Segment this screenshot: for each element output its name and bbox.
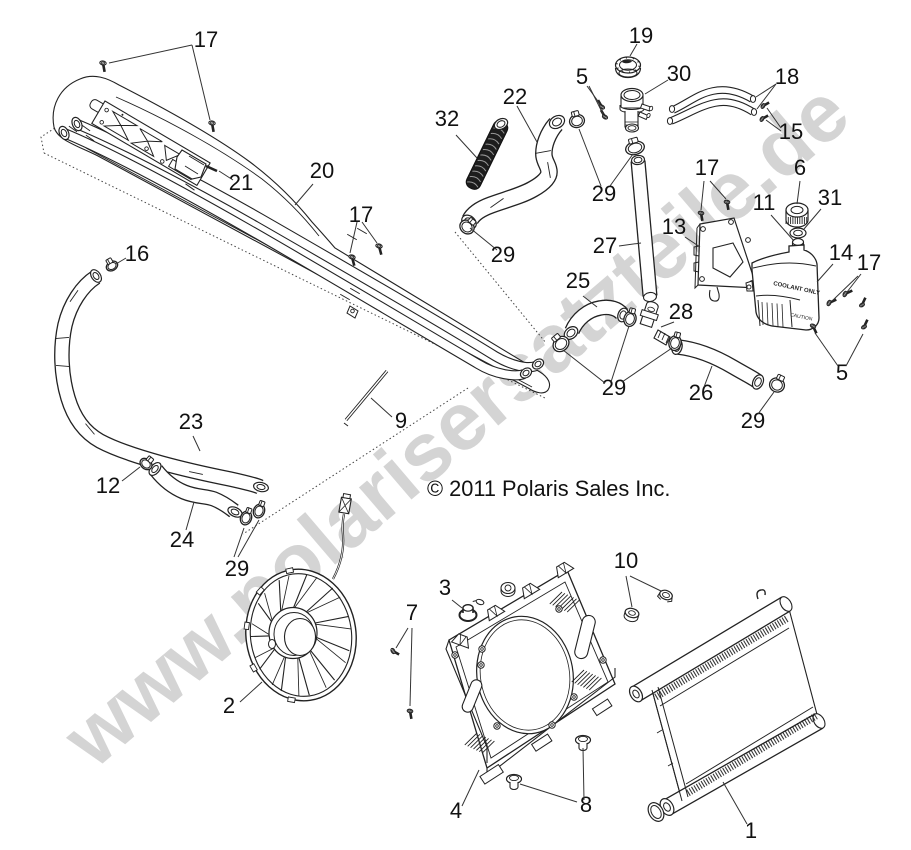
svg-text:29: 29 [602, 375, 626, 400]
svg-text:7: 7 [406, 600, 418, 625]
svg-text:20: 20 [310, 158, 334, 183]
svg-text:19: 19 [629, 23, 653, 48]
svg-text:29: 29 [592, 181, 616, 206]
svg-text:26: 26 [689, 380, 713, 405]
svg-text:25: 25 [566, 268, 590, 293]
svg-text:5: 5 [576, 64, 588, 89]
svg-text:30: 30 [667, 61, 691, 86]
svg-text:15: 15 [779, 119, 803, 144]
svg-text:5: 5 [836, 360, 848, 385]
svg-text:17: 17 [349, 202, 373, 227]
svg-text:1: 1 [745, 818, 757, 843]
svg-text:9: 9 [395, 408, 407, 433]
svg-text:23: 23 [179, 409, 203, 434]
svg-text:13: 13 [662, 214, 686, 239]
svg-text:17: 17 [857, 250, 881, 275]
svg-text:32: 32 [435, 106, 459, 131]
svg-text:11: 11 [753, 190, 776, 215]
svg-text:18: 18 [775, 64, 799, 89]
svg-text:12: 12 [96, 473, 120, 498]
svg-text:6: 6 [794, 155, 806, 180]
svg-text:29: 29 [225, 556, 249, 581]
svg-text:10: 10 [614, 548, 638, 573]
svg-text:4: 4 [450, 798, 462, 823]
svg-text:21: 21 [229, 170, 253, 195]
svg-text:8: 8 [580, 792, 592, 817]
svg-text:17: 17 [695, 155, 719, 180]
svg-text:2: 2 [223, 693, 235, 718]
svg-text:28: 28 [669, 299, 693, 324]
svg-text:14: 14 [829, 240, 853, 265]
svg-text:27: 27 [593, 233, 617, 258]
svg-text:31: 31 [818, 185, 842, 210]
svg-text:24: 24 [170, 527, 194, 552]
svg-text:© 2011 Polaris Sales Inc.: © 2011 Polaris Sales Inc. [427, 476, 670, 501]
svg-text:16: 16 [125, 241, 149, 266]
svg-text:22: 22 [503, 84, 527, 109]
svg-text:17: 17 [194, 27, 218, 52]
svg-text:3: 3 [439, 575, 451, 600]
svg-text:29: 29 [491, 242, 515, 267]
svg-text:29: 29 [741, 408, 765, 433]
